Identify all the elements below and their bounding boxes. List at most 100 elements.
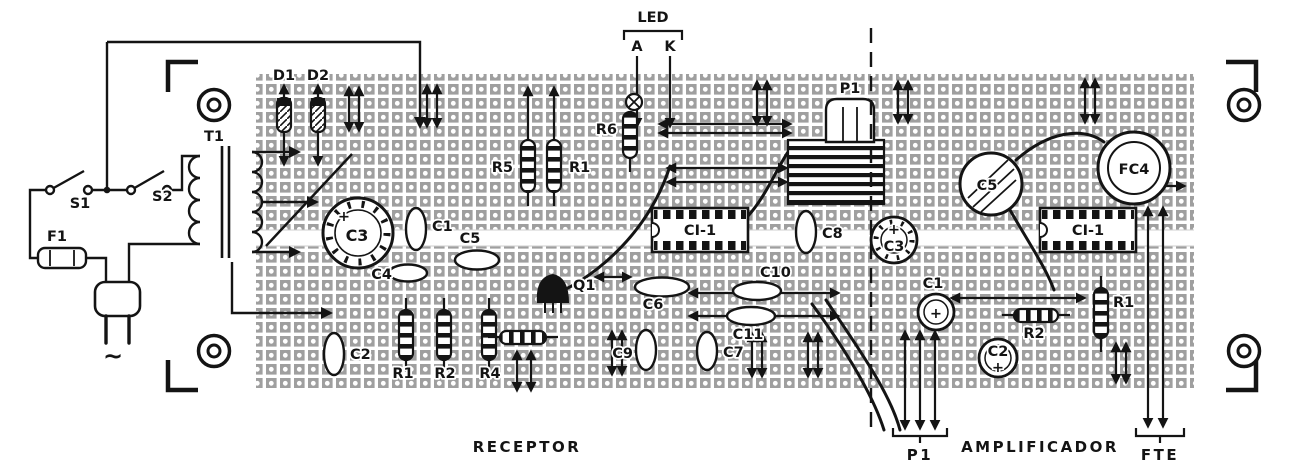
ic-notch [651, 222, 660, 238]
c3-amp-label: C3 [884, 239, 905, 255]
resistors-rx-top [519, 110, 639, 206]
mains-wire [107, 40, 426, 129]
ic-pin-row [654, 241, 746, 250]
fc4-inner [1107, 141, 1161, 195]
r6-rx-label: R6 [596, 122, 617, 138]
led-anode-label: A [631, 39, 643, 55]
cap-c6 [633, 276, 691, 298]
ci1-rx-label: CI-1 [684, 223, 716, 239]
resistor-r1-amp [1092, 286, 1110, 340]
ci1-amp-label: CI-1 [1072, 223, 1104, 239]
jumper-wire [746, 150, 790, 218]
fte-bottom-label: FTE [1141, 446, 1179, 464]
cap-c4-rx [387, 263, 429, 283]
resistors-rx-bottom [397, 298, 558, 372]
brackets [622, 29, 1186, 443]
cap-c3-amp-inner [880, 226, 908, 254]
c11-label: C11 [733, 327, 764, 343]
c2-amp-polarity: + [992, 360, 1004, 376]
mains-wire [171, 154, 200, 192]
corner-mark [165, 360, 198, 393]
diagonal-jumper-wire [265, 153, 353, 247]
pot-p1 [786, 97, 886, 206]
mount-hole-center [206, 97, 222, 113]
r4-rx-label: R4 [479, 366, 500, 382]
diode-d2-band [311, 98, 325, 106]
pot-knob [824, 97, 876, 144]
resistor-r1-rx [397, 308, 415, 362]
cap-c5-amp [958, 151, 1024, 217]
ic-pin-row [1042, 210, 1134, 219]
cap-c2-rx [322, 331, 346, 377]
transistor-leads [544, 303, 562, 313]
cap-c3-amp-ticks [873, 219, 915, 261]
resistor-r2-rx [435, 308, 453, 362]
c4-rx-label: C4 [371, 267, 392, 283]
fc4-label: FC4 [1119, 162, 1150, 178]
cap-c11 [725, 305, 777, 327]
cap-c1-amp-inner [923, 299, 949, 325]
c10-label: C10 [760, 265, 791, 281]
resistor-r6-rx [621, 110, 639, 160]
led-cathode-label: K [664, 39, 676, 55]
ic-ci1-rx [650, 206, 750, 254]
cap-c5-rx [453, 249, 501, 271]
r2-rx-label: R2 [434, 366, 455, 382]
resistors-amp [1002, 276, 1110, 352]
ac-plug-body [93, 280, 142, 318]
r1-top-rx-label: R1 [569, 160, 590, 176]
power-input-circuit [28, 40, 426, 345]
c1-amp-polarity: + [930, 306, 942, 322]
s1-label: S1 [70, 196, 91, 212]
c1-rx-label: C1 [432, 219, 453, 235]
rectifier-diodes [275, 83, 327, 167]
corner-mark [165, 59, 198, 92]
labels: LED A K D1 D2 T1 S1 S2 F1 ~ + C3 C1 C5 C… [45, 8, 1179, 466]
corner-mark [1226, 59, 1259, 92]
cap-c7 [695, 330, 719, 372]
c7-label: C7 [723, 345, 744, 361]
mount-hole-center [1236, 343, 1252, 359]
receptor-section-label: RECEPTOR [473, 438, 582, 456]
r5-rx-label: R5 [492, 160, 513, 176]
resistor-horizontal-rx [498, 329, 548, 346]
ic-pin-row [654, 210, 746, 219]
s2-label: S2 [152, 189, 173, 205]
board-components [321, 92, 1172, 379]
diode-d1-band [277, 98, 291, 106]
cap-c10 [731, 280, 783, 302]
c9-label: C9 [612, 346, 633, 362]
f1-label: F1 [47, 229, 67, 245]
c2-rx-label: C2 [350, 347, 371, 363]
cap-c8 [794, 209, 818, 255]
cap-c3-rx-inner [334, 209, 382, 257]
led-bracket [622, 29, 684, 40]
wire-to-c2 [230, 262, 333, 319]
mains-wire [28, 188, 46, 260]
c6-label: C6 [643, 297, 664, 313]
switch-s2-contact [125, 184, 137, 196]
t1-label: T1 [204, 129, 224, 145]
mount-hole-center [206, 343, 222, 359]
amplificador-section-label: AMPLIFICADOR [961, 438, 1119, 456]
ac-symbol: ~ [103, 342, 123, 370]
switch-s2-lever [130, 169, 165, 192]
c3-rx-label: C3 [346, 226, 369, 245]
r1-amp-label: R1 [1113, 295, 1134, 311]
p1-pot-label: P1 [840, 81, 861, 97]
ic-notch [1039, 222, 1048, 238]
transistor-q1 [536, 274, 569, 303]
resistor-r4-rx [480, 308, 498, 362]
p1-brace [891, 428, 949, 443]
r1-rx-label: R1 [392, 366, 413, 382]
ic-ci1-amp [1038, 206, 1138, 254]
fuse-f1-body [36, 246, 88, 270]
r2-amp-label: R2 [1023, 326, 1044, 342]
p1-bottom-label: P1 [907, 446, 933, 464]
jumper-wire [1014, 131, 1106, 162]
ic-pin-row [1042, 241, 1134, 250]
switch-s1-contact [82, 184, 94, 196]
mains-wire [86, 256, 108, 282]
resistor-r5-rx [519, 138, 537, 194]
